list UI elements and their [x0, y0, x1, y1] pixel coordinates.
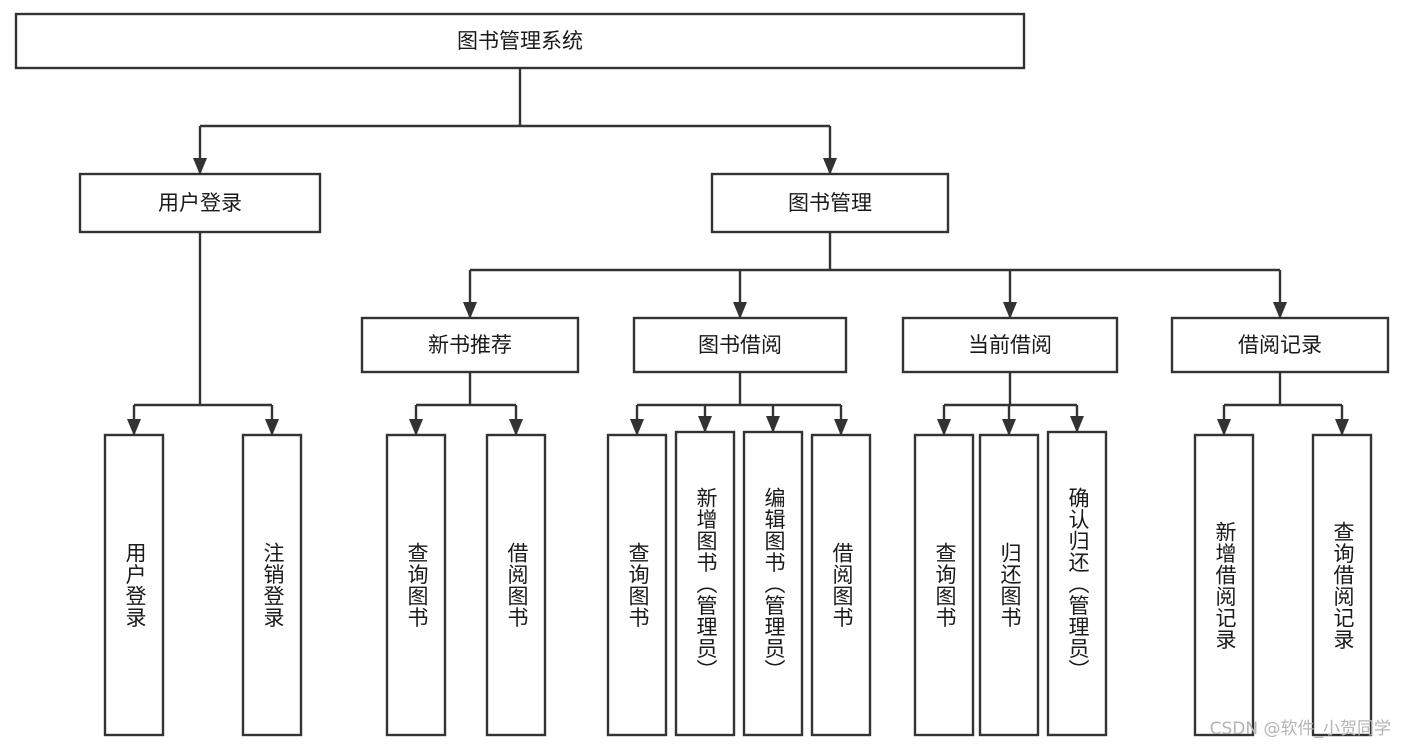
- arrow-head: [1003, 302, 1017, 319]
- node-label-book-management: 图书管理: [788, 191, 872, 215]
- arrow-head: [1217, 419, 1231, 436]
- arrow-head: [937, 419, 951, 436]
- arrow-head: [1002, 419, 1016, 436]
- arrow-head: [1273, 302, 1287, 319]
- watermark: CSDN @软件_小贺同学: [1209, 719, 1391, 739]
- node-label-borrow-record: 借阅记录: [1238, 333, 1322, 357]
- arrow-head: [834, 419, 848, 436]
- arrow-head: [698, 416, 712, 433]
- node-label-book-borrow: 图书借阅: [698, 333, 782, 357]
- arrow-head: [1070, 416, 1084, 433]
- arrow-head: [463, 302, 477, 319]
- node-box-leaf-logout[interactable]: [241, 433, 303, 737]
- node-box-leaf-user-login[interactable]: [103, 433, 165, 737]
- arrow-head: [766, 416, 780, 433]
- arrow-head: [630, 419, 644, 436]
- arrow-head: [509, 419, 523, 436]
- node-box-leaf-borrow-book[interactable]: [810, 433, 872, 737]
- node-label-new-book-recommend: 新书推荐: [428, 333, 512, 357]
- node-box-new-book-recommend[interactable]: [360, 316, 580, 374]
- node-box-leaf-query-book-current[interactable]: [913, 433, 975, 737]
- connectors-layer: [127, 68, 1349, 436]
- arrow-head: [733, 302, 747, 319]
- node-box-book-management[interactable]: [710, 172, 950, 234]
- node-box-leaf-add-book[interactable]: [674, 430, 736, 737]
- node-box-current-borrow[interactable]: [901, 316, 1119, 374]
- arrow-head: [409, 419, 423, 436]
- node-box-user-login[interactable]: [78, 172, 322, 234]
- arrow-head: [127, 419, 141, 436]
- node-label-current-borrow: 当前借阅: [968, 333, 1052, 357]
- node-box-leaf-edit-book[interactable]: [742, 430, 804, 737]
- node-box-root[interactable]: [14, 12, 1026, 70]
- node-box-borrow-record[interactable]: [1170, 316, 1390, 374]
- arrow-head: [1335, 419, 1349, 436]
- node-box-leaf-return-book[interactable]: [978, 433, 1040, 737]
- arrow-head: [193, 158, 207, 175]
- node-box-leaf-query-book-borrow[interactable]: [606, 433, 668, 737]
- node-box-leaf-query-book-recommend[interactable]: [385, 433, 447, 737]
- node-box-leaf-confirm-return[interactable]: [1046, 430, 1108, 737]
- node-label-user-login: 用户登录: [158, 191, 242, 215]
- node-box-leaf-query-borrow-record[interactable]: [1311, 433, 1373, 737]
- node-box-leaf-borrow-book-recommend[interactable]: [485, 433, 547, 737]
- node-box-leaf-add-borrow-record[interactable]: [1193, 433, 1255, 737]
- node-label-root: 图书管理系统: [457, 29, 583, 53]
- arrow-head: [823, 158, 837, 175]
- node-box-book-borrow[interactable]: [632, 316, 848, 374]
- arrow-head: [265, 419, 279, 436]
- boxes-layer: [14, 12, 1390, 737]
